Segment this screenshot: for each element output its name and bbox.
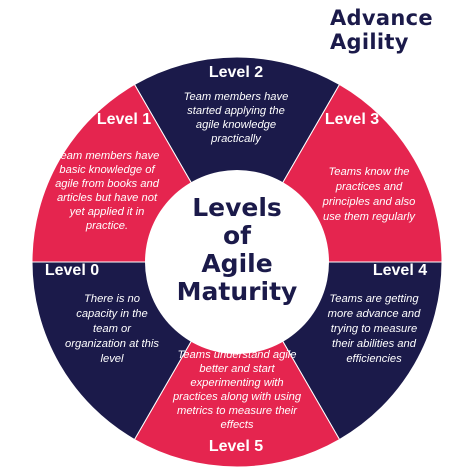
level-2-desc-line: agile knowledge bbox=[196, 119, 276, 131]
level-4-desc-line: more advance and bbox=[328, 308, 421, 320]
center-circle bbox=[145, 170, 329, 354]
level-3-desc-line: principles and also bbox=[322, 196, 416, 208]
center-line-2: of bbox=[223, 221, 252, 250]
level-4-desc-line: Teams are getting bbox=[329, 293, 419, 305]
level-5-desc-line: practices along with using bbox=[172, 391, 302, 403]
segment-level-0: Level 0 There is no capacity in the team… bbox=[45, 262, 159, 365]
brand-line-1: Advance bbox=[330, 6, 433, 30]
level-1-desc-line: yet applied it in bbox=[69, 206, 145, 218]
level-5-desc-line: metrics to measure their bbox=[177, 405, 298, 417]
level-2-desc-line: practically bbox=[210, 133, 262, 145]
level-1-desc-line: practice. bbox=[85, 220, 128, 232]
level-2-desc-line: Team members have bbox=[184, 91, 289, 103]
center-line-1: Levels bbox=[192, 193, 282, 222]
level-2-title: Level 2 bbox=[209, 64, 263, 81]
level-5-title: Level 5 bbox=[209, 438, 263, 455]
level-4-desc-line: their abilities and bbox=[332, 338, 417, 350]
segment-level-2: Level 2 Team members have started applyi… bbox=[184, 64, 289, 145]
level-0-desc-line: capacity in the bbox=[76, 308, 148, 320]
segment-level-4: Level 4 Teams are getting more advance a… bbox=[328, 262, 428, 365]
center-title: Levels of Agile Maturity bbox=[177, 193, 298, 306]
level-1-desc-line: agile from books and bbox=[55, 178, 160, 190]
level-0-desc-line: There is no bbox=[84, 293, 140, 305]
level-3-desc-line: practices and bbox=[335, 181, 403, 193]
center-line-4: Maturity bbox=[177, 277, 298, 306]
level-3-desc-line: use them regularly bbox=[323, 211, 416, 223]
center-line-3: Agile bbox=[201, 249, 272, 278]
level-4-desc-line: efficiencies bbox=[346, 353, 402, 365]
level-5-desc-line: Teams understand agile bbox=[178, 349, 297, 361]
level-1-desc-line: articles but have not bbox=[57, 192, 158, 204]
level-4-title: Level 4 bbox=[373, 262, 427, 279]
segment-level-1: Level 1 Team members have basic knowledg… bbox=[55, 111, 160, 232]
level-0-desc-line: level bbox=[100, 353, 124, 365]
level-5-desc-line: experimenting with bbox=[190, 377, 283, 389]
level-3-title: Level 3 bbox=[325, 111, 379, 128]
level-4-desc-line: trying to measure bbox=[331, 323, 417, 335]
segment-level-3: Level 3 Teams know the practices and pri… bbox=[322, 111, 417, 223]
level-3-desc-line: Teams know the bbox=[328, 166, 409, 178]
level-0-title: Level 0 bbox=[45, 262, 99, 279]
level-1-title: Level 1 bbox=[97, 111, 151, 128]
wedge-level-5 bbox=[133, 260, 341, 468]
brand-line-2: Agility bbox=[330, 30, 409, 54]
level-0-desc-line: team or bbox=[93, 323, 132, 335]
brand-logo: Advance Agility bbox=[330, 6, 470, 54]
level-2-desc-line: started applying the bbox=[187, 105, 285, 117]
level-1-desc-line: Team members have bbox=[55, 150, 160, 162]
segment-level-5: Teams understand agile better and start … bbox=[172, 349, 302, 455]
level-1-desc-line: basic knowledge of bbox=[59, 164, 156, 176]
wedge-level-2 bbox=[133, 56, 341, 264]
level-5-desc-line: better and start bbox=[199, 363, 275, 375]
level-5-desc-line: effects bbox=[221, 419, 254, 431]
level-0-desc-line: organization at this bbox=[65, 338, 159, 350]
